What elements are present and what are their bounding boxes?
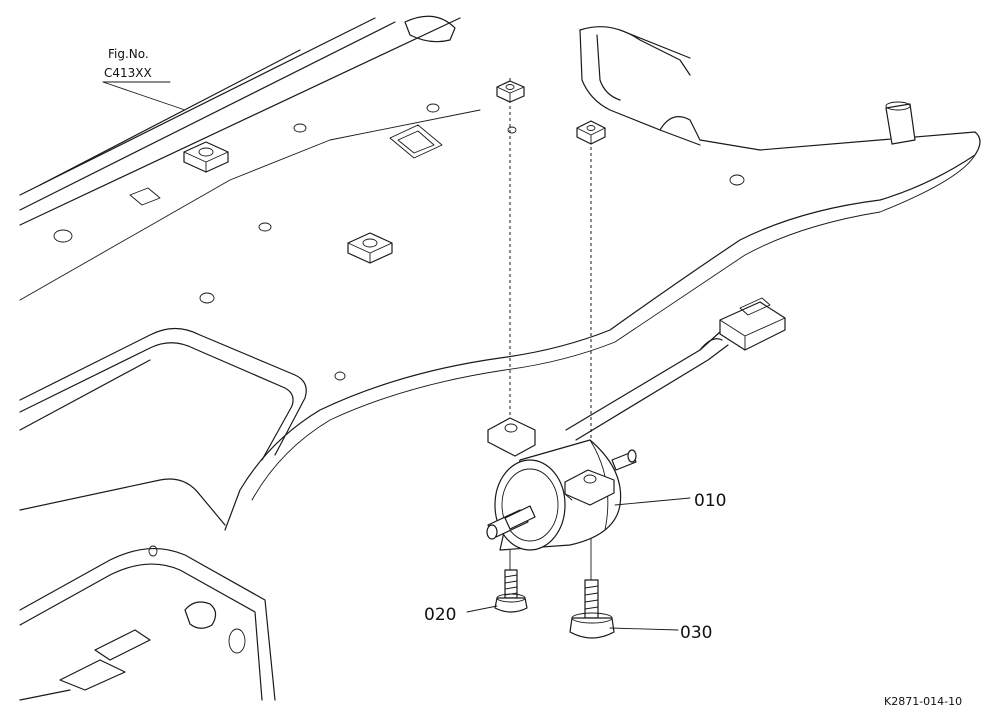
fuel-pump [486,297,786,551]
frame-plate [19,15,745,557]
fig-no-value[interactable]: C413XX [104,66,152,80]
square-nut-right [576,120,606,145]
square-nut-left [496,80,525,103]
bolt-020 [494,569,528,613]
drawing-code: K2871-014-10 [884,695,962,708]
callout-020[interactable]: 020 [424,605,456,625]
lower-frame [19,478,276,701]
mounting-bracket [224,26,981,531]
bolt-030 [569,579,615,639]
callout-010[interactable]: 010 [694,491,726,511]
callout-030[interactable]: 030 [680,623,712,643]
fig-no-label: Fig.No. [108,47,149,61]
leader-lines [102,81,691,631]
